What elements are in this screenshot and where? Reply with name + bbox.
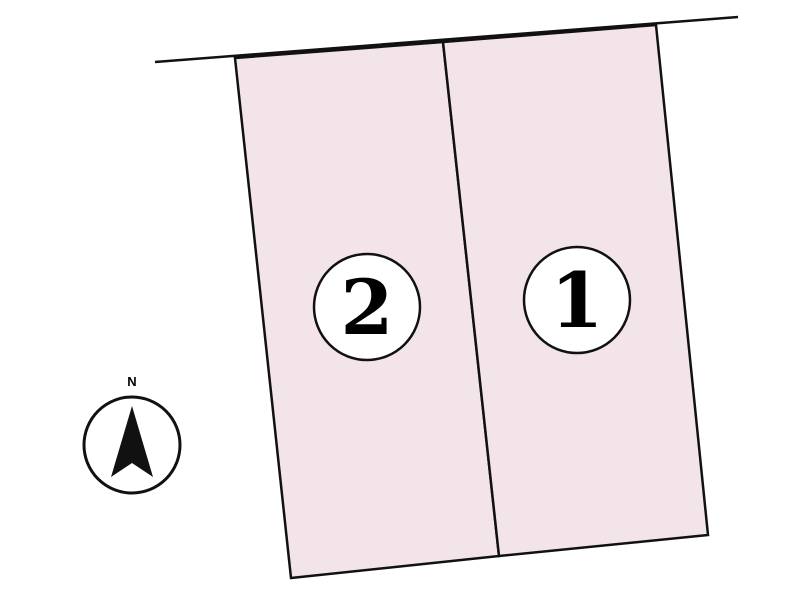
lot-1-label: 1 [551,256,604,345]
lot-2-badge: 2 [312,252,422,362]
lot-1-badge: 1 [522,245,632,355]
road-boundary-line [154,15,739,64]
north-label: N [127,374,136,389]
north-compass-icon: N [82,374,182,495]
lot-2-label: 2 [341,263,394,352]
north-arrow-icon [111,406,153,477]
